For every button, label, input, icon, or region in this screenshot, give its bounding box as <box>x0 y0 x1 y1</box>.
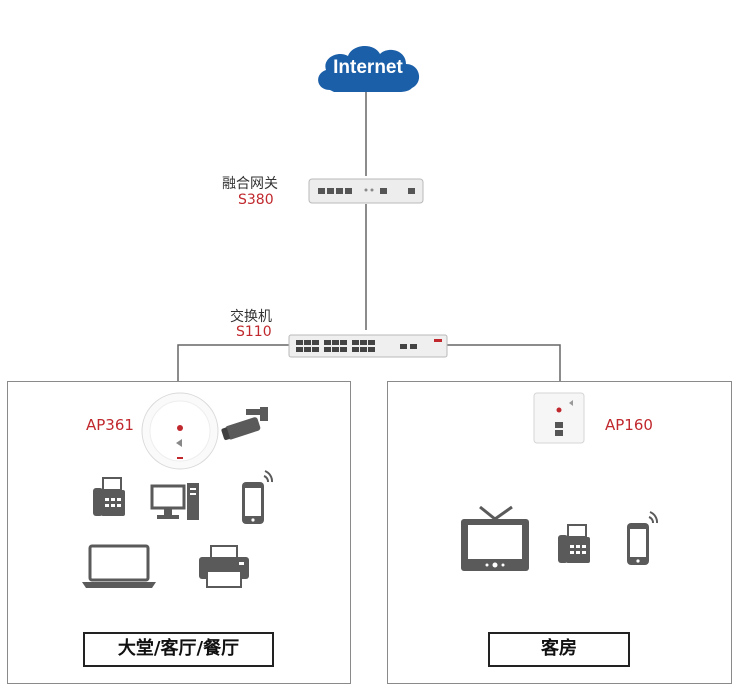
gateway-model: S380 <box>238 192 274 208</box>
switch-name: 交换机 <box>230 309 272 325</box>
switch-model: S110 <box>236 324 272 340</box>
printer-icon <box>199 545 249 588</box>
security-camera-icon <box>221 407 268 441</box>
desktop-computer-icon <box>150 483 199 520</box>
internet-cloud-icon <box>318 45 420 92</box>
gateway-device-icon <box>308 178 424 204</box>
right-zone-title: 客房 <box>488 632 630 667</box>
switch-to-right-zone-line <box>446 344 561 382</box>
left-ap-model: AP361 <box>86 416 134 434</box>
television-icon <box>461 505 529 571</box>
switch-device-icon <box>288 334 448 358</box>
fax-phone-icon <box>93 477 125 516</box>
wall-panel-ap-icon <box>533 392 585 444</box>
right-ap-model: AP160 <box>605 416 653 434</box>
smartphone-icon <box>627 511 659 565</box>
internet-label: Internet <box>333 57 403 78</box>
left-zone-title: 大堂/客厅/餐厅 <box>83 632 274 667</box>
ceiling-ap-icon <box>141 392 219 470</box>
switch-to-left-zone-line <box>177 344 290 382</box>
smartphone-icon <box>242 470 274 524</box>
laptop-icon <box>82 544 156 588</box>
gateway-name: 融合网关 <box>222 176 278 192</box>
fax-phone-icon <box>558 524 590 563</box>
